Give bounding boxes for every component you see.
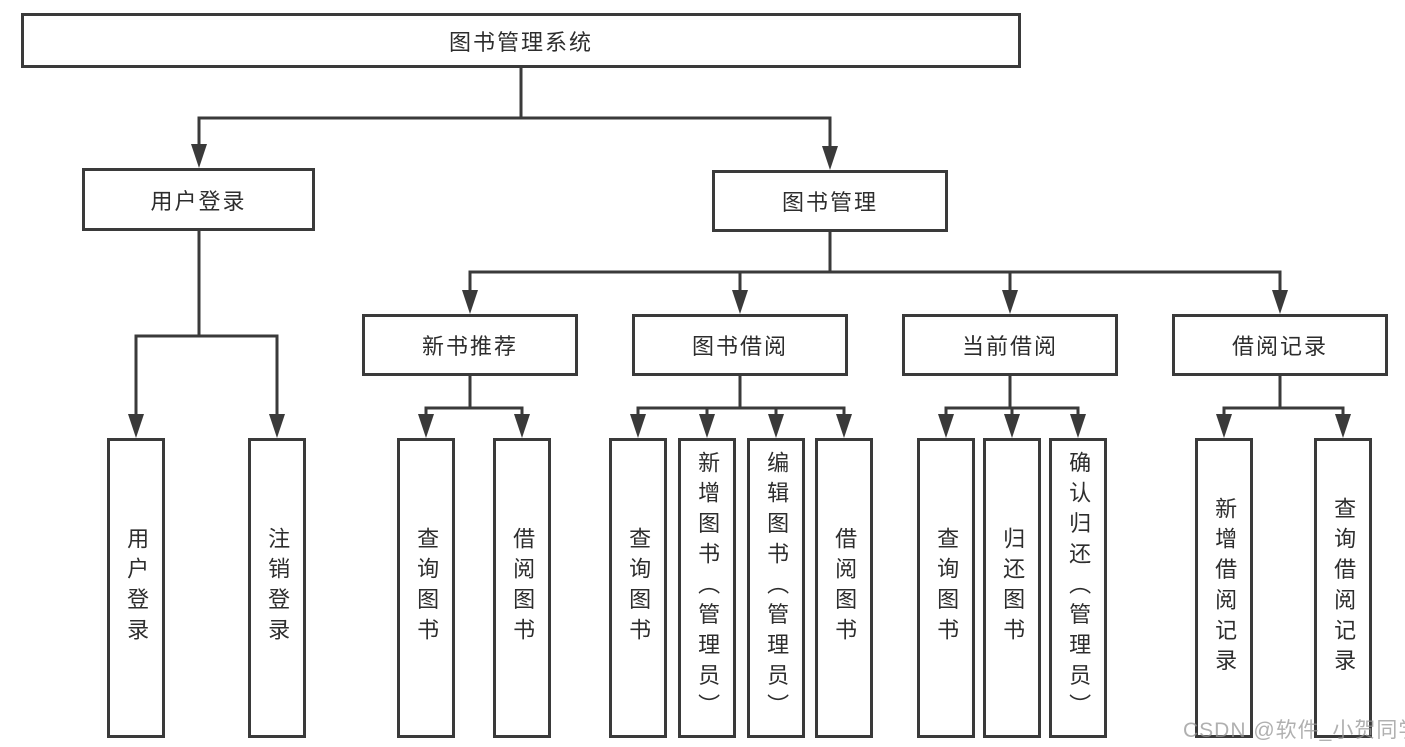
node-library-system: 图书管理系统 bbox=[21, 13, 1021, 68]
node-new-book-recommend: 新书推荐 bbox=[362, 314, 578, 376]
leaf-label: 查询图书 bbox=[626, 527, 652, 649]
leaf-add-borrow-record: 新增借阅记录 bbox=[1195, 438, 1253, 738]
leaf-label: 查询图书 bbox=[414, 527, 440, 649]
leaf-return-books: 归还图书 bbox=[983, 438, 1041, 738]
leaf-label: 新增借阅记录 bbox=[1212, 496, 1238, 680]
leaf-label: 查询借阅记录 bbox=[1331, 496, 1357, 680]
leaf-borrow-books-1: 借阅图书 bbox=[493, 438, 551, 738]
leaf-label: 借阅图书 bbox=[510, 527, 536, 649]
leaf-borrow-books-2: 借阅图书 bbox=[815, 438, 873, 738]
node-user-login: 用户登录 bbox=[82, 168, 315, 231]
node-book-management: 图书管理 bbox=[712, 170, 948, 232]
leaf-add-books-admin: 新增图书（管理员） bbox=[678, 438, 736, 738]
leaf-label: 查询图书 bbox=[934, 527, 960, 649]
leaf-label: 确认归还（管理员） bbox=[1066, 451, 1092, 725]
leaf-label: 借阅图书 bbox=[832, 527, 858, 649]
leaf-query-books-1: 查询图书 bbox=[397, 438, 455, 738]
leaf-query-books-3: 查询图书 bbox=[917, 438, 975, 738]
leaf-query-books-2: 查询图书 bbox=[609, 438, 667, 738]
node-current-borrow: 当前借阅 bbox=[902, 314, 1118, 376]
node-book-borrow: 图书借阅 bbox=[632, 314, 848, 376]
leaf-logout: 注销登录 bbox=[248, 438, 306, 738]
leaf-query-borrow-record: 查询借阅记录 bbox=[1314, 438, 1372, 738]
leaf-confirm-return-admin: 确认归还（管理员） bbox=[1049, 438, 1107, 738]
leaf-label: 注销登录 bbox=[265, 527, 291, 649]
leaf-edit-books-admin: 编辑图书（管理员） bbox=[747, 438, 805, 738]
csdn-watermark: CSDN @软件_小贺同学 bbox=[1183, 719, 1405, 742]
leaf-label: 归还图书 bbox=[1000, 527, 1026, 649]
leaf-user-login: 用户登录 bbox=[107, 438, 165, 738]
leaf-label: 编辑图书（管理员） bbox=[764, 451, 790, 725]
leaf-label: 新增图书（管理员） bbox=[695, 451, 721, 725]
node-borrow-record: 借阅记录 bbox=[1172, 314, 1388, 376]
leaf-label: 用户登录 bbox=[124, 527, 150, 649]
